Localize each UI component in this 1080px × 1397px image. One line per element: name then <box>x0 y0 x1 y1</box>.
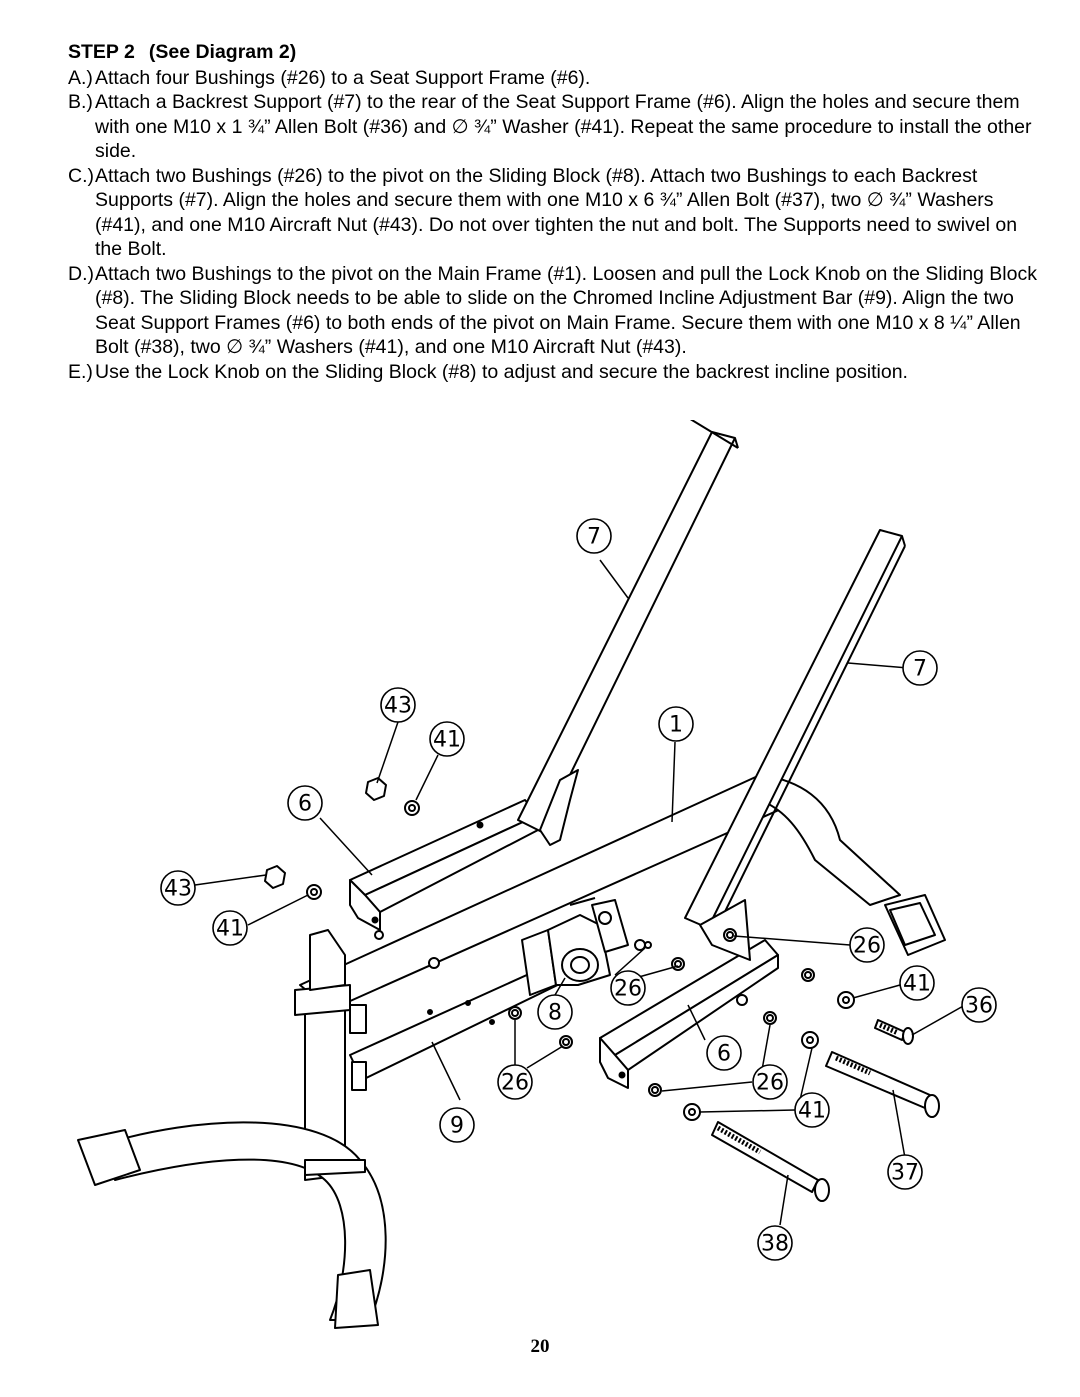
callout-26-lower-right: 26 <box>756 1071 784 1096</box>
callout-37: 37 <box>891 1161 919 1186</box>
callout-26-right: 26 <box>853 934 881 959</box>
callout-36: 36 <box>965 994 993 1019</box>
callout-43-upper: 43 <box>384 694 412 719</box>
step-item-label: A.) <box>68 66 93 89</box>
step-item-label: D.) <box>68 262 94 285</box>
bolt-threads <box>716 1022 900 1155</box>
callout-9: 9 <box>450 1114 464 1139</box>
callout-41-upper: 41 <box>433 728 461 753</box>
step-item-label: E.) <box>68 360 93 383</box>
callout-26-lower-left: 26 <box>501 1071 529 1096</box>
step-heading: STEP 2 (See Diagram 2) <box>68 40 1048 65</box>
step-item-text: Use the Lock Knob on the Sliding Block (… <box>95 360 908 383</box>
step-item-c: C.)Attach two Bushings (#26) to the pivo… <box>68 164 1048 262</box>
step-item-text: Attach a Backrest Support (#7) to the re… <box>95 91 1032 162</box>
callout-38: 38 <box>761 1232 789 1257</box>
backrest-support-right <box>684 529 906 961</box>
step-item-b: B.)Attach a Backrest Support (#7) to the… <box>68 90 1048 164</box>
front-stabilizer <box>77 1121 387 1329</box>
leader-lines <box>194 559 966 1226</box>
callout-7-upper: 7 <box>587 525 601 550</box>
callout-circles <box>160 518 997 1261</box>
assembly-diagram: 7 7 43 41 1 6 43 41 26 41 36 26 8 6 26 2… <box>77 420 997 1329</box>
callout-1: 1 <box>669 713 683 738</box>
callout-41-lower: 41 <box>798 1099 826 1124</box>
callout-43-left: 43 <box>164 877 192 902</box>
callout-7-right: 7 <box>913 657 927 682</box>
sliding-block <box>521 897 629 996</box>
seat-support-frame-left <box>349 799 539 931</box>
step-item-text: Attach four Bushings (#26) to a Seat Sup… <box>95 66 591 89</box>
instructions: STEP 2 (See Diagram 2) A.)Attach four Bus… <box>68 40 1048 384</box>
step-item-d: D.)Attach two Bushings to the pivot on t… <box>68 262 1048 360</box>
backrest-support-left <box>517 420 739 846</box>
callout-6-left: 6 <box>298 792 312 817</box>
step-item-a: A.)Attach four Bushings (#26) to a Seat … <box>68 66 1048 91</box>
diagram-reference: (See Diagram 2) <box>148 41 297 63</box>
step-title: STEP 2 <box>68 41 135 63</box>
step-item-text: Attach two Bushings (#26) to the pivot o… <box>95 164 1018 261</box>
callout-6-right: 6 <box>717 1042 731 1067</box>
step-item-text: Attach two Bushings to the pivot on the … <box>95 262 1037 359</box>
step-item-label: B.) <box>68 91 93 113</box>
callout-41-left: 41 <box>216 917 244 942</box>
rear-stabilizer <box>759 774 946 956</box>
step-item-label: C.) <box>68 164 94 187</box>
callout-41-right: 41 <box>903 972 931 997</box>
step-item-e: E.)Use the Lock Knob on the Sliding Bloc… <box>68 360 1048 385</box>
callout-26-center: 26 <box>614 977 642 1002</box>
callout-8: 8 <box>548 1001 562 1026</box>
seat-support-frame-right <box>599 939 779 1089</box>
page-number: 20 <box>530 1336 550 1357</box>
